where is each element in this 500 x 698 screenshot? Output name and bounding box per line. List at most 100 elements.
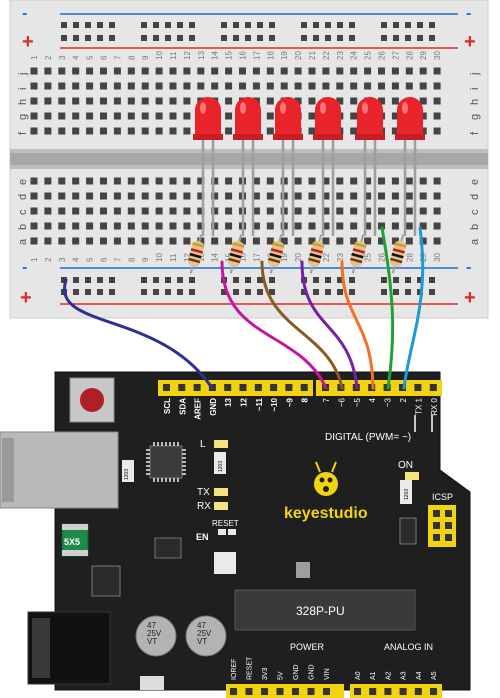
rail-hole: [405, 35, 411, 41]
rail-hole: [141, 22, 147, 28]
crystal: [296, 562, 310, 578]
breadboard-hole: [183, 177, 191, 185]
breadboard-hole: [100, 82, 107, 90]
header-label: ~9: [285, 397, 294, 407]
rail-hole: [349, 289, 355, 295]
column-number: 20: [294, 51, 303, 60]
rail-hole: [393, 289, 399, 295]
header-pin: [414, 384, 422, 391]
breadboard-hole: [419, 237, 427, 245]
breadboard-hole: [100, 177, 107, 185]
breadboard-hole: [113, 192, 121, 200]
breadboard-hole: [308, 67, 316, 75]
breadboard-hole: [86, 237, 94, 245]
breadboard-hole: [44, 67, 52, 75]
led-l-label: L: [200, 439, 206, 450]
column-number: 20: [294, 253, 303, 262]
rail-hole: [165, 35, 171, 41]
header-pin: [224, 384, 232, 391]
row-letter: d: [17, 194, 29, 200]
column-number: 16: [239, 253, 248, 262]
breadboard-hole: [378, 67, 385, 75]
small-ic-label: 1203: [124, 469, 130, 480]
gnd-wire: [62, 278, 214, 390]
breadboard-hole: [350, 177, 358, 185]
header-label: AREF: [194, 398, 203, 420]
rail-hole: [85, 22, 91, 28]
header-pin: [178, 384, 186, 391]
breadboard-hole: [433, 97, 441, 105]
breadboard-hole: [141, 67, 149, 75]
breadboard-hole: [364, 192, 372, 200]
rail-hole: [337, 289, 343, 295]
breadboard-hole: [419, 192, 427, 200]
breadboard-hole: [44, 237, 52, 245]
breadboard-hole: [127, 112, 135, 120]
small-chip: [154, 537, 182, 559]
red-led: [193, 97, 223, 140]
breadboard-hole: [113, 112, 121, 120]
column-number: 7: [113, 55, 122, 60]
power-pin: [245, 688, 253, 695]
row-letter: h: [469, 99, 481, 105]
column-number: 2: [44, 257, 53, 262]
rail-hole: [85, 277, 91, 283]
pin7-wire: [220, 260, 328, 390]
rail-hole: [141, 277, 147, 283]
breadboard-hole: [155, 207, 163, 215]
column-number: 25: [364, 51, 373, 60]
rail-hole: [153, 35, 159, 41]
rail-hole: [61, 22, 67, 28]
breadboard-hole: [127, 222, 135, 230]
breadboard-hole: [183, 222, 191, 230]
rail-hole: [109, 277, 115, 283]
column-number: 10: [155, 253, 164, 262]
resistor: [349, 234, 367, 274]
row-letter: g: [469, 114, 481, 120]
power-pin: [323, 688, 330, 695]
rail-hole: [233, 35, 239, 41]
breadboard-hole: [391, 237, 399, 245]
breadboard-hole: [141, 112, 149, 120]
breadboard-hole: [44, 207, 52, 215]
resistor: [187, 234, 205, 274]
digital-title: DIGITAL (PWM= ~): [325, 432, 411, 443]
breadboard-hole: [197, 222, 205, 230]
header-pin: [193, 384, 201, 391]
rail-minus-sign: -: [22, 259, 27, 276]
breadboard-hole: [294, 97, 302, 105]
rail-hole: [85, 35, 91, 41]
breadboard-hole: [155, 127, 163, 135]
rail-hole: [301, 22, 307, 28]
breadboard-hole: [169, 192, 177, 200]
breadboard-hole: [58, 127, 66, 135]
breadboard-hole: [100, 222, 107, 230]
icsp-pin: [433, 510, 440, 517]
column-number: 30: [433, 51, 442, 60]
column-number: 17: [252, 253, 261, 262]
column-number: 26: [378, 51, 387, 60]
rail-hole: [301, 289, 307, 295]
column-number: 28: [405, 51, 414, 60]
breadboard-hole: [58, 67, 66, 75]
breadboard-hole: [364, 67, 372, 75]
header-pin: [399, 384, 406, 391]
column-number: 1: [30, 257, 39, 262]
breadboard-hole: [86, 207, 94, 215]
breadboard-hole: [58, 192, 66, 200]
breadboard-hole: [280, 67, 288, 75]
breadboard-hole: [364, 177, 372, 185]
breadboard-hole: [225, 222, 233, 230]
header-label: 8: [301, 397, 310, 402]
logo-text: keyestudio: [284, 505, 368, 522]
rail-minus-sign: -: [22, 5, 27, 22]
rail-hole: [405, 277, 411, 283]
breadboard-hole: [252, 237, 260, 245]
breadboard-hole: [350, 67, 358, 75]
breadboard-hole: [211, 222, 219, 230]
column-number: 2: [44, 55, 53, 60]
rail-hole: [405, 22, 411, 28]
breadboard-hole: [169, 207, 177, 215]
rail-hole: [73, 289, 79, 295]
breadboard-hole: [405, 192, 413, 200]
